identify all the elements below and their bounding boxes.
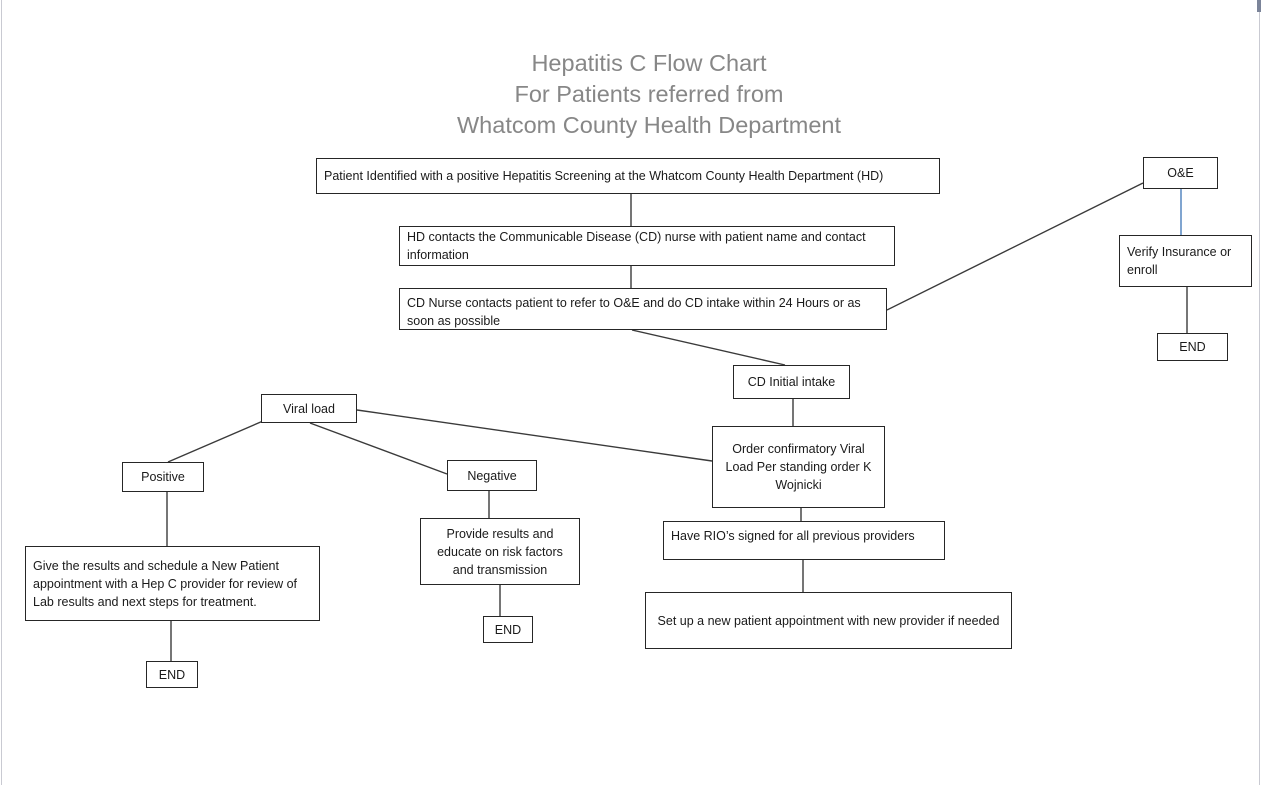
node-end-negative: END xyxy=(483,616,533,643)
node-label-viral-load: Viral load xyxy=(283,401,335,416)
node-cd-initial-intake: CD Initial intake xyxy=(733,365,850,399)
node-provide-results-educate: Provide results and educate on risk fact… xyxy=(420,518,580,585)
scrollbar-thumb[interactable] xyxy=(1257,0,1261,12)
edge-cd-nurse-to-initial-intake xyxy=(631,329,786,366)
node-have-rios-signed: Have RIO’s signed for all previous provi… xyxy=(663,521,945,560)
edge-viral-load-to-positive xyxy=(167,420,264,463)
node-o-and-e: O&E xyxy=(1143,157,1218,189)
node-label-patient-identified: Patient Identified with a positive Hepat… xyxy=(324,169,884,183)
edge-order-to-viral-load xyxy=(356,409,713,462)
edge-viral-load-to-negative xyxy=(309,422,448,475)
flowchart-title: Hepatitis C Flow Chart For Patients refe… xyxy=(37,48,1261,141)
node-label-o-and-e: O&E xyxy=(1167,166,1194,180)
node-verify-insurance-or-enroll: Verify Insurance or enroll xyxy=(1119,235,1252,287)
node-label-positive: Positive xyxy=(141,470,185,484)
node-positive: Positive xyxy=(122,462,204,492)
edge-cd-nurse-to-oe xyxy=(886,182,1144,311)
node-label-end-insurance: END xyxy=(1179,340,1206,354)
node-patient-identified: Patient Identified with a positive Hepat… xyxy=(316,158,940,194)
node-order-confirmatory-viral-load: Order confirmatory Viral Load Per standi… xyxy=(712,426,885,508)
scrollbar-track xyxy=(1259,0,1260,785)
node-label-negative: Negative xyxy=(467,468,517,483)
node-negative: Negative xyxy=(447,460,537,491)
node-label-end-negative: END xyxy=(494,622,522,637)
node-cd-nurse-contacts-patient: CD Nurse contacts patient to refer to O&… xyxy=(399,288,887,330)
node-end-positive: END xyxy=(146,661,198,688)
node-label-hd-contacts-cd-nurse: HD contacts the Communicable Disease (CD… xyxy=(407,230,866,262)
node-label-set-up-new-patient-appointment: Set up a new patient appointment with ne… xyxy=(657,613,1000,628)
node-label-have-rios-signed: Have RIO’s signed for all previous provi… xyxy=(671,529,915,543)
node-label-verify-insurance-or-enroll: Verify Insurance or enroll xyxy=(1127,245,1232,277)
node-label-cd-initial-intake: CD Initial intake xyxy=(747,375,836,389)
title-line-1: Hepatitis C Flow Chart xyxy=(531,50,767,76)
node-label-give-results-schedule-appointment: Give the results and schedule a New Pati… xyxy=(33,558,298,609)
node-label-cd-nurse-contacts-patient: CD Nurse contacts patient to refer to O&… xyxy=(407,296,861,328)
title-line-3: Whatcom County Health Department xyxy=(457,112,841,138)
node-hd-contacts-cd-nurse: HD contacts the Communicable Disease (CD… xyxy=(399,226,895,266)
node-give-results-schedule-appointment: Give the results and schedule a New Pati… xyxy=(25,546,320,621)
node-label-end-positive: END xyxy=(158,667,186,682)
title-line-2: For Patients referred from xyxy=(514,81,784,107)
node-end-insurance: END xyxy=(1157,333,1228,361)
node-set-up-new-patient-appointment: Set up a new patient appointment with ne… xyxy=(645,592,1012,649)
page-left-border xyxy=(1,0,2,785)
node-label-provide-results-educate: Provide results and educate on risk fact… xyxy=(437,526,563,577)
node-label-order-confirmatory-viral-load: Order confirmatory Viral Load Per standi… xyxy=(725,442,872,492)
node-viral-load: Viral load xyxy=(261,394,357,423)
